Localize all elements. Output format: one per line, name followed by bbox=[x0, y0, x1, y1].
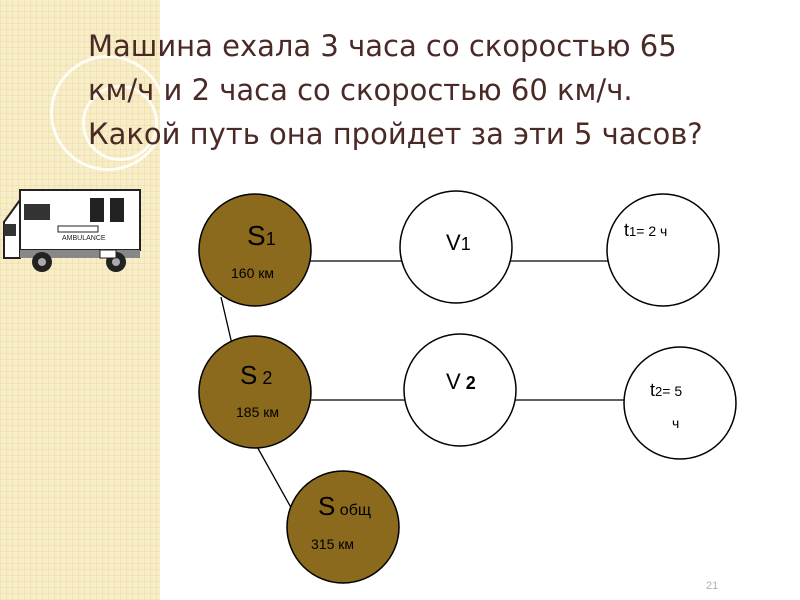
t1-subscript: 1 bbox=[629, 224, 636, 239]
s1-symbol: S bbox=[247, 220, 266, 251]
slide-number: 21 bbox=[706, 580, 718, 592]
s2-subscript: 2 bbox=[257, 368, 272, 388]
node-t2 bbox=[624, 347, 736, 459]
v1-subscript: 1 bbox=[461, 234, 471, 254]
v1-symbol: V bbox=[446, 230, 461, 255]
s1-value: 160 км bbox=[231, 265, 274, 281]
node-s2 bbox=[199, 336, 311, 448]
ambulance-lettering: AMBULANCE bbox=[62, 235, 106, 242]
ambulance-icon bbox=[4, 190, 140, 272]
s1-subscript: 1 bbox=[266, 229, 276, 249]
v2-symbol: V bbox=[446, 369, 461, 394]
v2-subscript: 2 bbox=[461, 373, 476, 393]
stotal-subscript: общ bbox=[335, 502, 371, 519]
svg-text:V1: V1 bbox=[446, 230, 471, 255]
node-stotal bbox=[287, 471, 399, 583]
t2-value: = 5 bbox=[662, 383, 682, 399]
t2-unit: ч bbox=[672, 415, 679, 431]
s2-value: 185 км bbox=[236, 404, 279, 420]
s2-symbol: S bbox=[240, 360, 257, 390]
svg-text:t2= 5: t2= 5 bbox=[650, 380, 682, 400]
svg-text:V 2: V 2 bbox=[446, 369, 476, 394]
t1-value: = 2 ч bbox=[636, 223, 667, 239]
node-t1 bbox=[607, 194, 719, 306]
stotal-symbol: S bbox=[318, 491, 335, 521]
stotal-value: 315 км bbox=[311, 536, 354, 552]
t2-subscript: 2 bbox=[655, 384, 662, 399]
